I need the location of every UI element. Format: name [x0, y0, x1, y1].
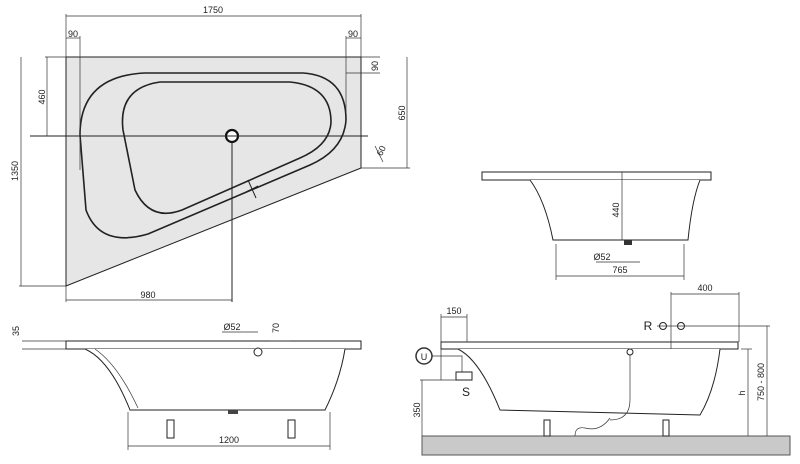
- dim-rim-left: 90: [68, 29, 78, 39]
- overflow-icon: [253, 347, 263, 357]
- drain-end-icon: [624, 240, 632, 245]
- s-connector-icon: [455, 371, 473, 381]
- dim-s-height: 350: [412, 402, 422, 417]
- dim-bottom-width: 765: [612, 265, 627, 275]
- basin-install: [457, 348, 721, 416]
- dim-feet-spacing: 1200: [219, 435, 239, 445]
- end-view: 440 Ø52 765: [481, 171, 712, 280]
- foot-right-install-icon: [662, 419, 670, 437]
- u-label: U: [421, 352, 428, 362]
- dim-supply-offset: 150: [446, 306, 461, 316]
- basin-end: [529, 179, 701, 241]
- dim-rim-thickness: 35: [11, 326, 21, 336]
- dim-h: h: [737, 390, 747, 395]
- top-view: 1750 90 90 90 460 650 1350 980 60: [10, 5, 410, 302]
- dim-drain-side: Ø52: [223, 322, 240, 332]
- dim-drain-end: Ø52: [593, 252, 610, 262]
- basin-side: [84, 348, 346, 411]
- dim-depth: 1350: [10, 161, 20, 181]
- basin-outline: [121, 81, 332, 215]
- foot-right-icon: [287, 419, 296, 439]
- dim-rim-top: 90: [370, 61, 380, 71]
- dim-width: 1750: [203, 5, 223, 15]
- tap-label: R: [644, 319, 653, 333]
- floor: [421, 435, 791, 456]
- install-view: U S 150 350 400 R h 750 - 800: [412, 283, 791, 456]
- rim-side: [65, 340, 362, 350]
- rim-inner-outline: [79, 72, 347, 239]
- dim-right-side: 650: [397, 105, 407, 120]
- dim-rim-right: 90: [348, 29, 358, 39]
- dim-drain-distance: 980: [140, 290, 155, 300]
- drain-side-icon: [228, 410, 238, 414]
- side-view: 35 Ø52 70 1200: [11, 322, 362, 450]
- dim-inner-depth: 440: [611, 202, 621, 217]
- s-label: S: [462, 385, 470, 399]
- rim-end: [481, 171, 712, 181]
- foot-left-icon: [166, 419, 175, 439]
- foot-left-install-icon: [543, 419, 551, 437]
- dim-tap-offset: 400: [697, 283, 712, 293]
- dim-drain-offset: 460: [37, 89, 47, 104]
- dim-corner: 60: [375, 144, 388, 157]
- dim-total-height: 750 - 800: [756, 363, 766, 401]
- rim-install: [440, 341, 739, 350]
- dim-overflow: 70: [271, 323, 281, 333]
